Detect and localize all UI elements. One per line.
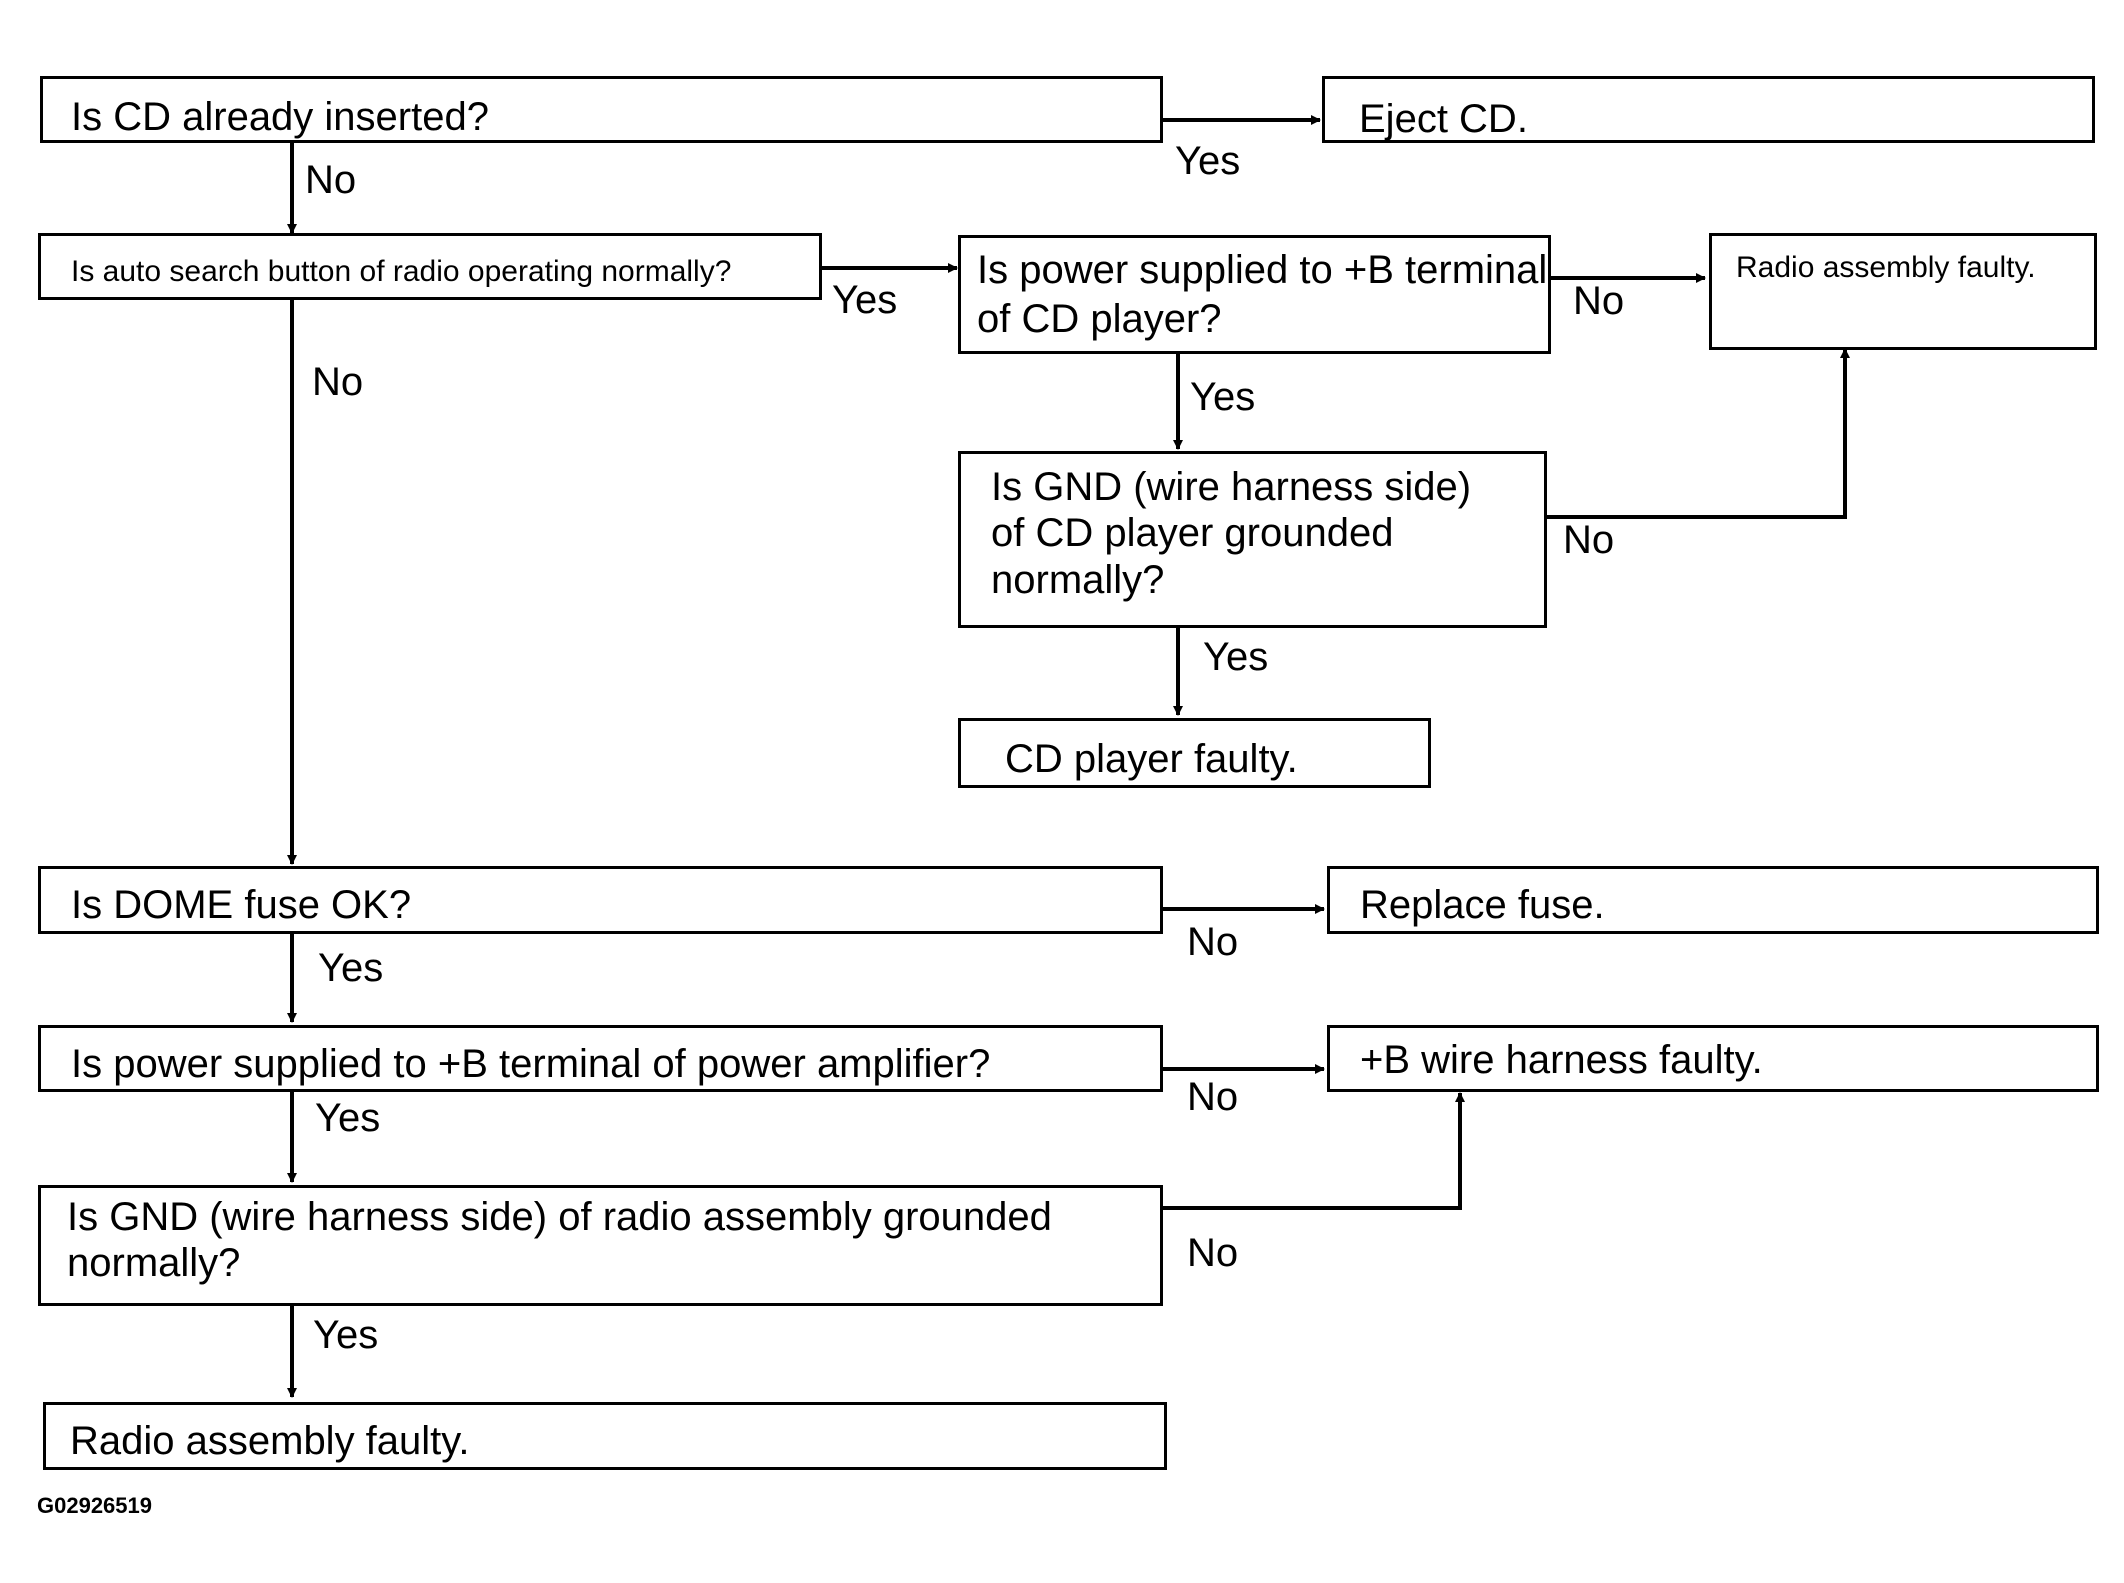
label-yes-gnd-cd: Yes <box>1203 635 1269 679</box>
question-auto-search: Is auto search button of radio operating… <box>38 233 822 300</box>
label-no-gnd-radio: No <box>1187 1231 1239 1275</box>
arrow-gnd-radio-to-harness <box>1163 1092 1465 1210</box>
label-no-cd-inserted: No <box>305 158 357 202</box>
question-gnd-radio: Is GND (wire harness side) of radio asse… <box>38 1185 1163 1306</box>
label-yes-power-cd: Yes <box>1190 375 1256 419</box>
result-radio-faulty-bottom: Radio assembly faulty. <box>43 1402 1167 1470</box>
result-radio-faulty-top: Radio assembly faulty. <box>1709 233 2097 350</box>
question-dome-fuse: Is DOME fuse OK? <box>38 866 1163 934</box>
label-yes-eject: Yes <box>1175 139 1241 183</box>
label-no-dome-fuse: No <box>1187 920 1239 964</box>
label-no-gnd-cd: No <box>1563 518 1615 562</box>
label-yes-gnd-radio: Yes <box>313 1313 379 1357</box>
result-b-harness-faulty: +B wire harness faulty. <box>1327 1025 2099 1092</box>
question-cd-inserted: Is CD already inserted? <box>40 76 1163 143</box>
arrow-gnd-cd-to-radio-faulty <box>1545 348 1850 519</box>
result-cd-player-faulty: CD player faulty. <box>958 718 1431 788</box>
action-eject-cd: Eject CD. <box>1322 76 2095 143</box>
label-yes-power-amp: Yes <box>315 1096 381 1140</box>
label-no-auto-search: No <box>312 360 364 404</box>
question-power-amp: Is power supplied to +B terminal of powe… <box>38 1025 1163 1092</box>
figure-id: G02926519 <box>37 1493 152 1518</box>
label-no-power-amp: No <box>1187 1075 1239 1119</box>
label-yes-auto-search: Yes <box>832 278 898 322</box>
label-yes-dome-fuse: Yes <box>318 946 384 990</box>
action-replace-fuse: Replace fuse. <box>1327 866 2099 934</box>
question-power-cd: Is power supplied to +B terminal of CD p… <box>958 235 1551 354</box>
question-gnd-cd: Is GND (wire harness side) of CD player … <box>958 451 1547 628</box>
label-no-power-cd: No <box>1573 279 1625 323</box>
